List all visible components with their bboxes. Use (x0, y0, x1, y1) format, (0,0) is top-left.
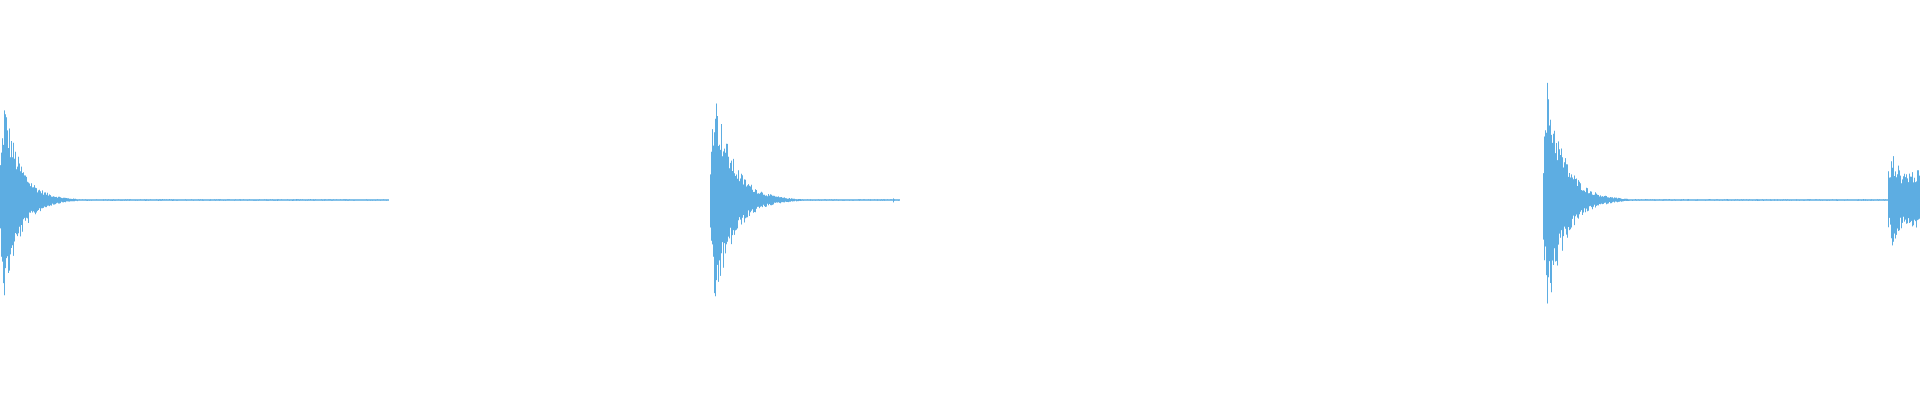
waveform-path (0, 82, 1920, 304)
waveform-bars (0, 82, 1920, 304)
